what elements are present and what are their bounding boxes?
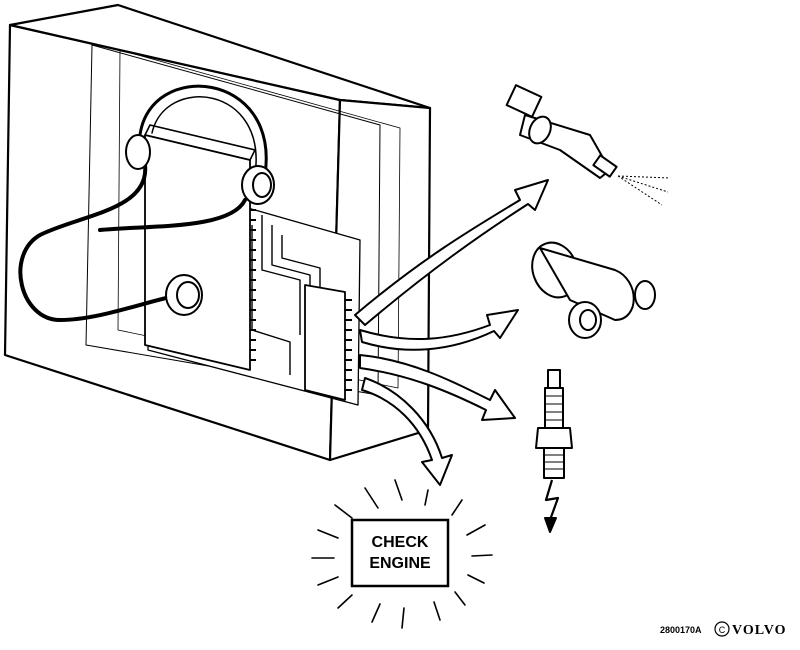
plug-spark-tip [544, 517, 557, 533]
arrow-to-injector [354, 179, 549, 326]
left-sensor-cap [125, 134, 151, 170]
output-connector [304, 284, 346, 401]
lamp-label-line2: ENGINE [369, 555, 431, 572]
output-arrows [354, 179, 549, 486]
plug-ribs [545, 395, 563, 421]
copyright-symbol: C [719, 625, 726, 635]
valve-outlet [634, 280, 656, 310]
sensor-cable [18, 163, 247, 323]
board-traces [251, 215, 321, 375]
sensor-ends [125, 134, 275, 316]
valve-body [539, 247, 635, 321]
injector-ring [528, 115, 552, 145]
processor-chip [144, 134, 251, 371]
injector-spray [617, 175, 671, 206]
plug-spark-bolt [544, 479, 560, 521]
lamp-label-line1: CHECK [372, 534, 429, 551]
sensor-headband-inner [151, 96, 257, 176]
injector-nozzle [592, 154, 618, 178]
plug-hex-nut [535, 427, 573, 449]
arrow-to-spark-plug [359, 354, 516, 421]
idle-air-valve-icon [531, 241, 656, 339]
arrow-to-idle-valve [359, 309, 519, 351]
circuit-board [144, 124, 361, 406]
check-engine-lamp-icon: CHECK ENGINE [311, 479, 493, 629]
figure-footer: 2800170A C VOLVO [660, 621, 787, 638]
lamp-frame [350, 518, 450, 588]
valve-port-inner [579, 309, 597, 331]
sensor-headband [138, 84, 268, 177]
bottom-sensor-inner [176, 281, 200, 309]
lamp-rays [311, 479, 493, 629]
brand-logo: VOLVO [732, 623, 787, 638]
copyright-circle [714, 621, 730, 637]
injector-connector [505, 84, 543, 118]
fuel-injector-icon [505, 84, 671, 206]
plug-insulator [544, 387, 564, 429]
plug-terminal [547, 369, 561, 389]
output-connector-pins [345, 299, 352, 391]
module-inner-panel-back [117, 49, 401, 389]
right-sensor-inner [252, 172, 272, 198]
plug-thread [543, 447, 565, 479]
plug-thread-lines [544, 454, 564, 470]
figure-code: 2800170A [660, 625, 702, 635]
spark-plug-icon [535, 369, 573, 533]
sensor-loop [18, 84, 268, 323]
arrow-to-lamp [361, 377, 453, 486]
